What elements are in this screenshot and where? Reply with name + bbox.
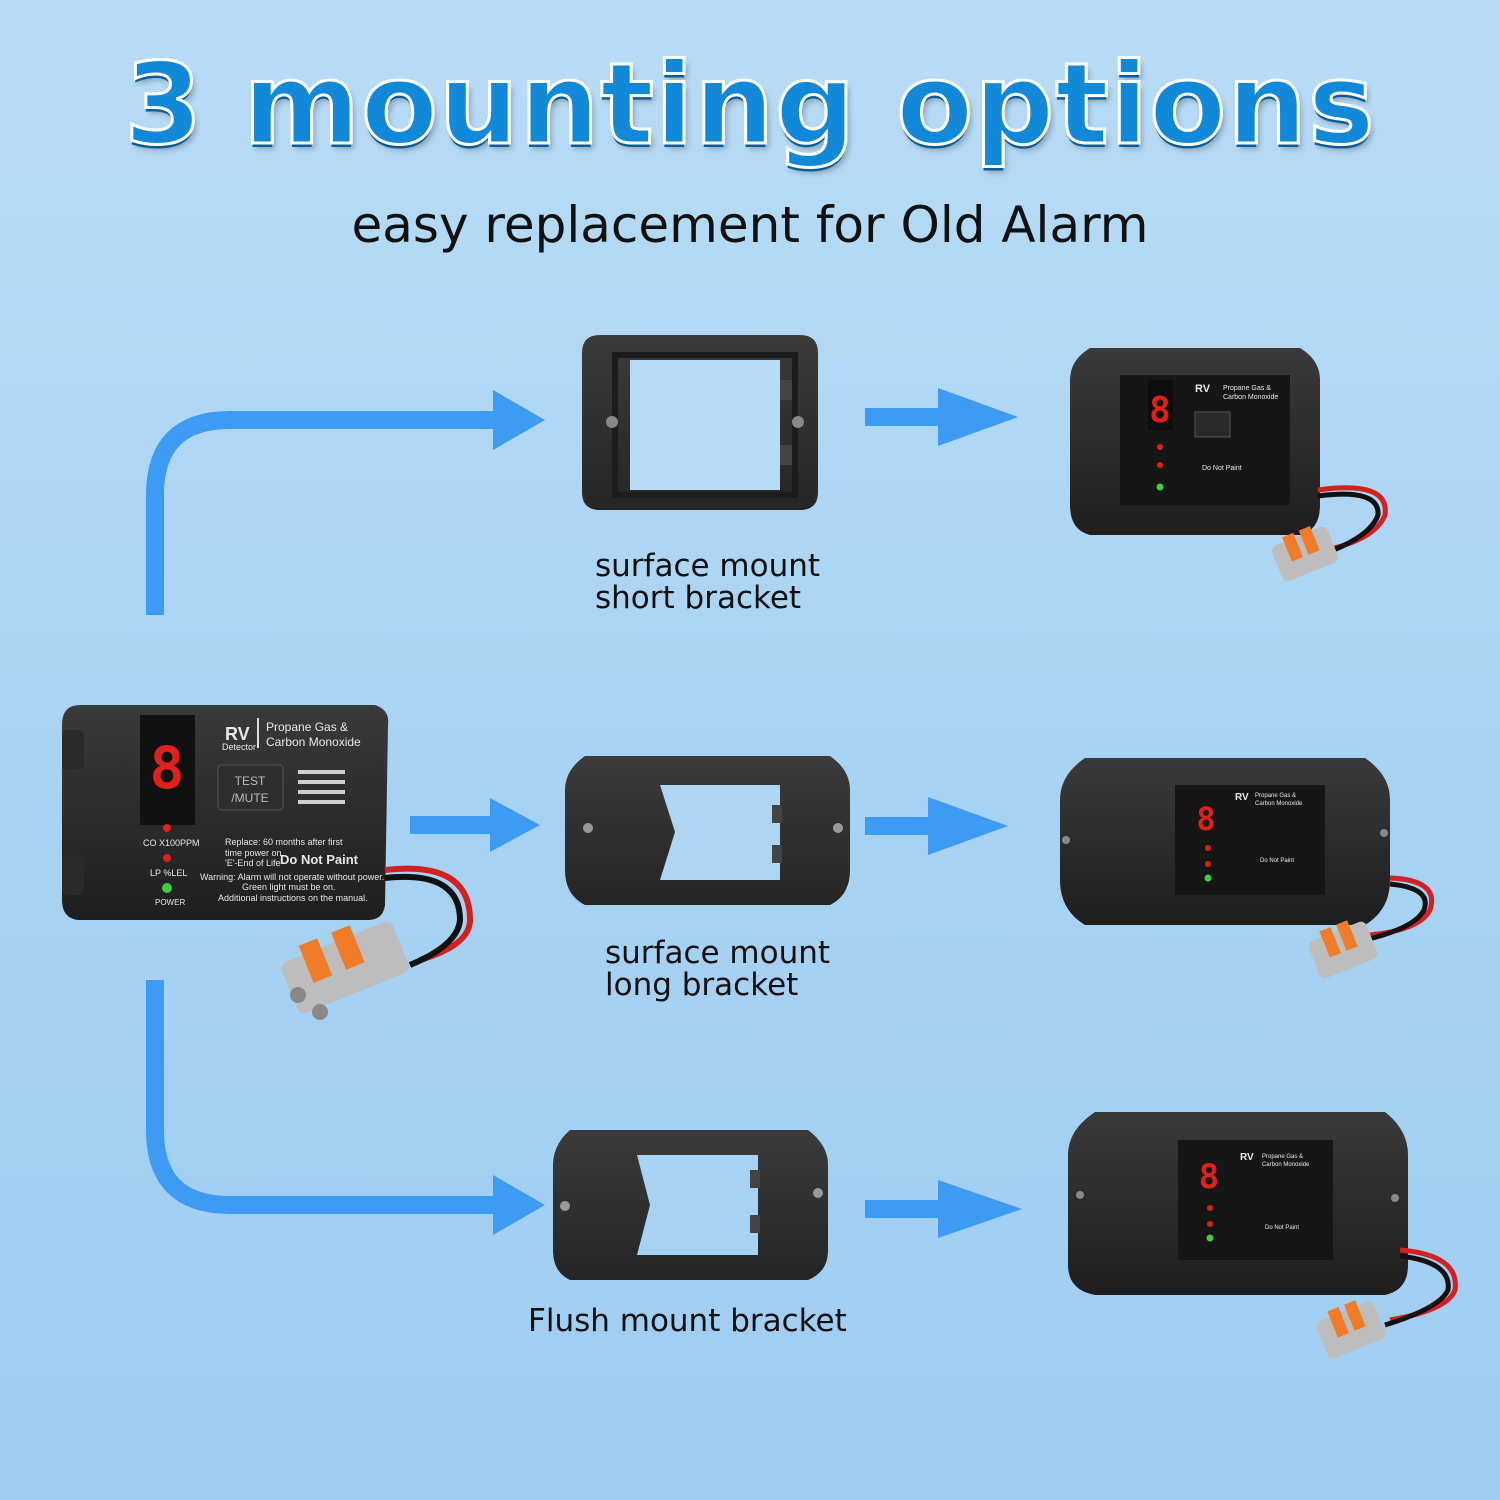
caption-line: short bracket — [595, 580, 802, 616]
do-not-paint-text: Do Not Paint — [280, 852, 359, 867]
digit-display: 8 — [150, 734, 185, 802]
short-bracket-image — [582, 335, 818, 510]
arrow-heads — [490, 388, 1022, 1238]
path-to-flush-bracket — [146, 980, 500, 1214]
arrow-head-icon — [493, 390, 545, 450]
product-name-line2: Carbon Monoxide — [266, 735, 361, 749]
page-subtitle: easy replacement for Old Alarm — [351, 196, 1149, 254]
product-name-line1: Propane Gas & — [266, 720, 348, 734]
do-not-paint-text: Do Not Paint — [1202, 465, 1242, 472]
detector-flush-result-image: 8 RV Propane Gas & Carbon Monoxide Do No… — [1068, 1112, 1458, 1359]
arrow-head-icon — [938, 388, 1018, 446]
arrow-head-icon — [928, 797, 1008, 855]
replace-text: Replace: 60 months after first — [225, 837, 343, 847]
warning-text: Warning: Alarm will not operate without … — [200, 872, 384, 882]
flush-bracket-image — [553, 1130, 828, 1280]
digit-display: 8 — [1196, 800, 1215, 838]
do-not-paint-text: Do Not Paint — [1260, 858, 1294, 864]
product-name-line1: Propane Gas & — [1223, 385, 1271, 392]
eol-text: 'E'-End of Life — [225, 858, 280, 868]
brand-sub: Detector — [222, 742, 256, 752]
warning-text-2: Green light must be on. — [242, 882, 336, 892]
digit-display: 8 — [1149, 390, 1171, 431]
mute-button-label: /MUTE — [231, 791, 268, 805]
caption-line: surface mount — [605, 935, 831, 971]
caption-line: long bracket — [605, 967, 799, 1003]
brand-logo: RV — [1235, 792, 1249, 803]
digit-display: 8 — [1199, 1157, 1219, 1197]
caption-long-bracket: surface mount long bracket — [605, 937, 830, 1001]
arrow-head-icon — [938, 1180, 1022, 1238]
test-button-label: TEST — [235, 774, 266, 788]
power-led-icon — [162, 883, 172, 893]
power-label: POWER — [155, 898, 185, 907]
page-title: 3 mounting options — [123, 39, 1376, 172]
path-to-short-bracket — [146, 411, 500, 615]
detector-main-image: 8 RV Detector Propane Gas & Carbon Monox… — [62, 705, 474, 1020]
detector-long-result-image: 8 RV Propane Gas & Carbon Monoxide Do No… — [1060, 758, 1434, 979]
instructions-text: Additional instructions on the manual. — [218, 893, 368, 903]
speaker-grille-icon — [298, 770, 345, 804]
do-not-paint-text: Do Not Paint — [1265, 1225, 1299, 1231]
brand-logo: RV — [1195, 383, 1211, 395]
brand-logo: RV — [1240, 1152, 1254, 1163]
caption-short-bracket: surface mount short bracket — [595, 550, 820, 614]
co-led-icon — [163, 824, 171, 832]
replace-text-2: time power on. — [225, 848, 284, 858]
product-name-line2: Carbon Monoxide — [1255, 801, 1303, 807]
arrow-head-icon — [490, 798, 540, 852]
product-name-line1: Propane Gas & — [1255, 793, 1296, 799]
wire-connector-icon — [281, 921, 409, 1020]
lp-label: LP %LEL — [150, 868, 187, 878]
lp-led-icon — [163, 854, 171, 862]
arrow-head-icon — [493, 1175, 545, 1235]
flow-arrows — [146, 408, 940, 1218]
caption-line: surface mount — [595, 548, 821, 584]
detector-short-result-image: 8 RV Propane Gas & Carbon Monoxide Do No… — [1070, 348, 1388, 582]
caption-flush-bracket: Flush mount bracket — [528, 1303, 847, 1339]
product-name-line1: Propane Gas & — [1262, 1154, 1303, 1160]
product-name-line2: Carbon Monoxide — [1262, 1162, 1310, 1168]
brand-logo: RV — [225, 724, 250, 744]
product-name-line2: Carbon Monoxide — [1223, 394, 1278, 401]
co-label: CO X100PPM — [143, 838, 200, 848]
long-bracket-image — [565, 756, 850, 905]
